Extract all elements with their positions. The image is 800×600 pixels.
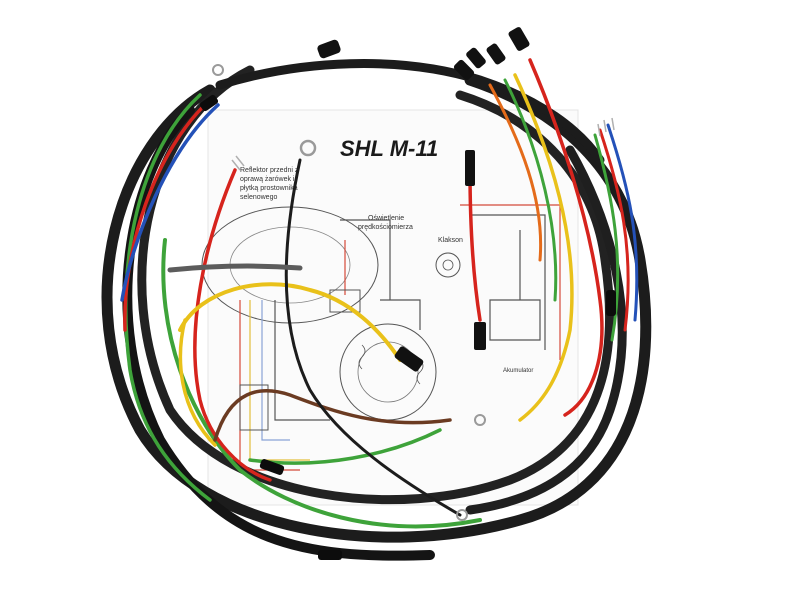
wire-red-right: [528, 58, 604, 417]
wire-blue-far-right: [606, 123, 639, 322]
sheath-bundle-right: [465, 145, 627, 515]
wire-yellow-right: [513, 73, 574, 422]
wire-green-right: [503, 78, 558, 302]
spade-connector-2: [486, 43, 506, 65]
connectors: [199, 27, 616, 560]
ring-terminal-left: [212, 64, 224, 76]
sleeve-bottom: [259, 459, 285, 475]
wire-black-center: [284, 158, 462, 517]
spade-connector-1: [508, 27, 530, 51]
spade-connector-3: [466, 47, 486, 69]
ring-terminal-lower: [474, 414, 486, 426]
wire-yellow-cross: [178, 282, 402, 362]
diagram-title: SHL M-11: [340, 136, 438, 161]
spade-connector-4: [453, 59, 475, 81]
wire-orange-right: [488, 83, 543, 262]
label-front-light: Reflektor przedni z: [240, 167, 299, 174]
label-speedo-light: Oświetlenie: [368, 215, 404, 222]
wire-red-spade: [468, 168, 482, 322]
wire-red-left: [123, 98, 212, 332]
sheath-bundle-outer: [101, 74, 652, 543]
wire-blue-left: [120, 103, 220, 302]
label-front-light-3: płytką prostownika: [240, 185, 298, 192]
connector-flywheel: [394, 346, 424, 372]
wire-green-lower: [161, 238, 482, 529]
wire-yellow-left: [178, 318, 217, 447]
bare-wire-ends-right: [597, 117, 615, 137]
label-horn: Klakson: [438, 237, 463, 244]
wire-green-center: [248, 428, 442, 465]
spade-connector-center: [465, 150, 475, 186]
harness-wires: [101, 58, 652, 561]
label-front-light-2: oprawą żarówek i: [240, 176, 295, 183]
wire-red-far-right: [598, 128, 630, 332]
sleeve-right: [606, 290, 616, 316]
ring-terminal-top: [299, 139, 317, 157]
label-speedo-light-2: prędkościomierza: [358, 224, 413, 231]
diagram-switch-block: [239, 384, 269, 431]
connector-lower-center: [474, 322, 486, 350]
label-front-light-4: selenowego: [240, 194, 277, 201]
sleeve-left-top: [199, 94, 219, 112]
sleeve-bottom-center: [318, 550, 342, 560]
wire-brown: [213, 389, 452, 442]
bare-wire-ends-left: [231, 155, 245, 171]
wire-red-diagram: [193, 168, 272, 482]
ring-terminal-bottom: [456, 509, 468, 521]
diagram-paper: [207, 109, 579, 506]
connector-top-left: [317, 39, 341, 59]
wiring-diagram-sheet: SHL M-11 Reflektor przedni z oprawą żaró…: [201, 109, 579, 506]
label-battery: Akumulator: [503, 368, 533, 374]
sheath-bundle-inner: [137, 65, 614, 505]
cable-gray: [167, 263, 303, 273]
diagram-horn: [435, 252, 461, 278]
wire-green-left: [124, 93, 212, 502]
